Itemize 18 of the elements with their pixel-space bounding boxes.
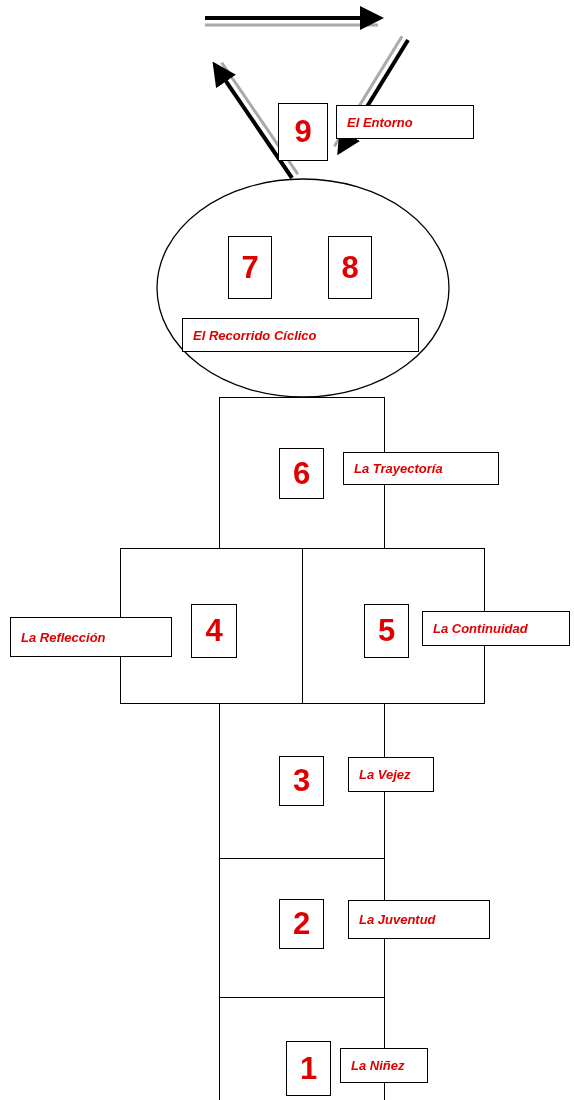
circle-shape [156,178,450,398]
square-caption: La Vejez [348,757,434,792]
square-number: 3 [279,756,324,806]
square-number: 4 [191,604,237,658]
square-number: 1 [286,1041,331,1096]
square-caption: La Reflección [10,617,172,657]
square-number: 9 [278,103,328,161]
square-number: 8 [328,236,372,299]
square-caption: La Juventud [348,900,490,939]
square-caption: El Entorno [336,105,474,139]
square-caption: La Continuidad [422,611,570,646]
square-number: 5 [364,604,409,658]
square-number: 2 [279,899,324,949]
square-number: 6 [279,448,324,499]
square-caption: La Niñez [340,1048,428,1083]
square-caption: El Recorrido Cíclico [182,318,419,352]
square-caption: La Trayectoría [343,452,499,485]
square-number: 7 [228,236,272,299]
